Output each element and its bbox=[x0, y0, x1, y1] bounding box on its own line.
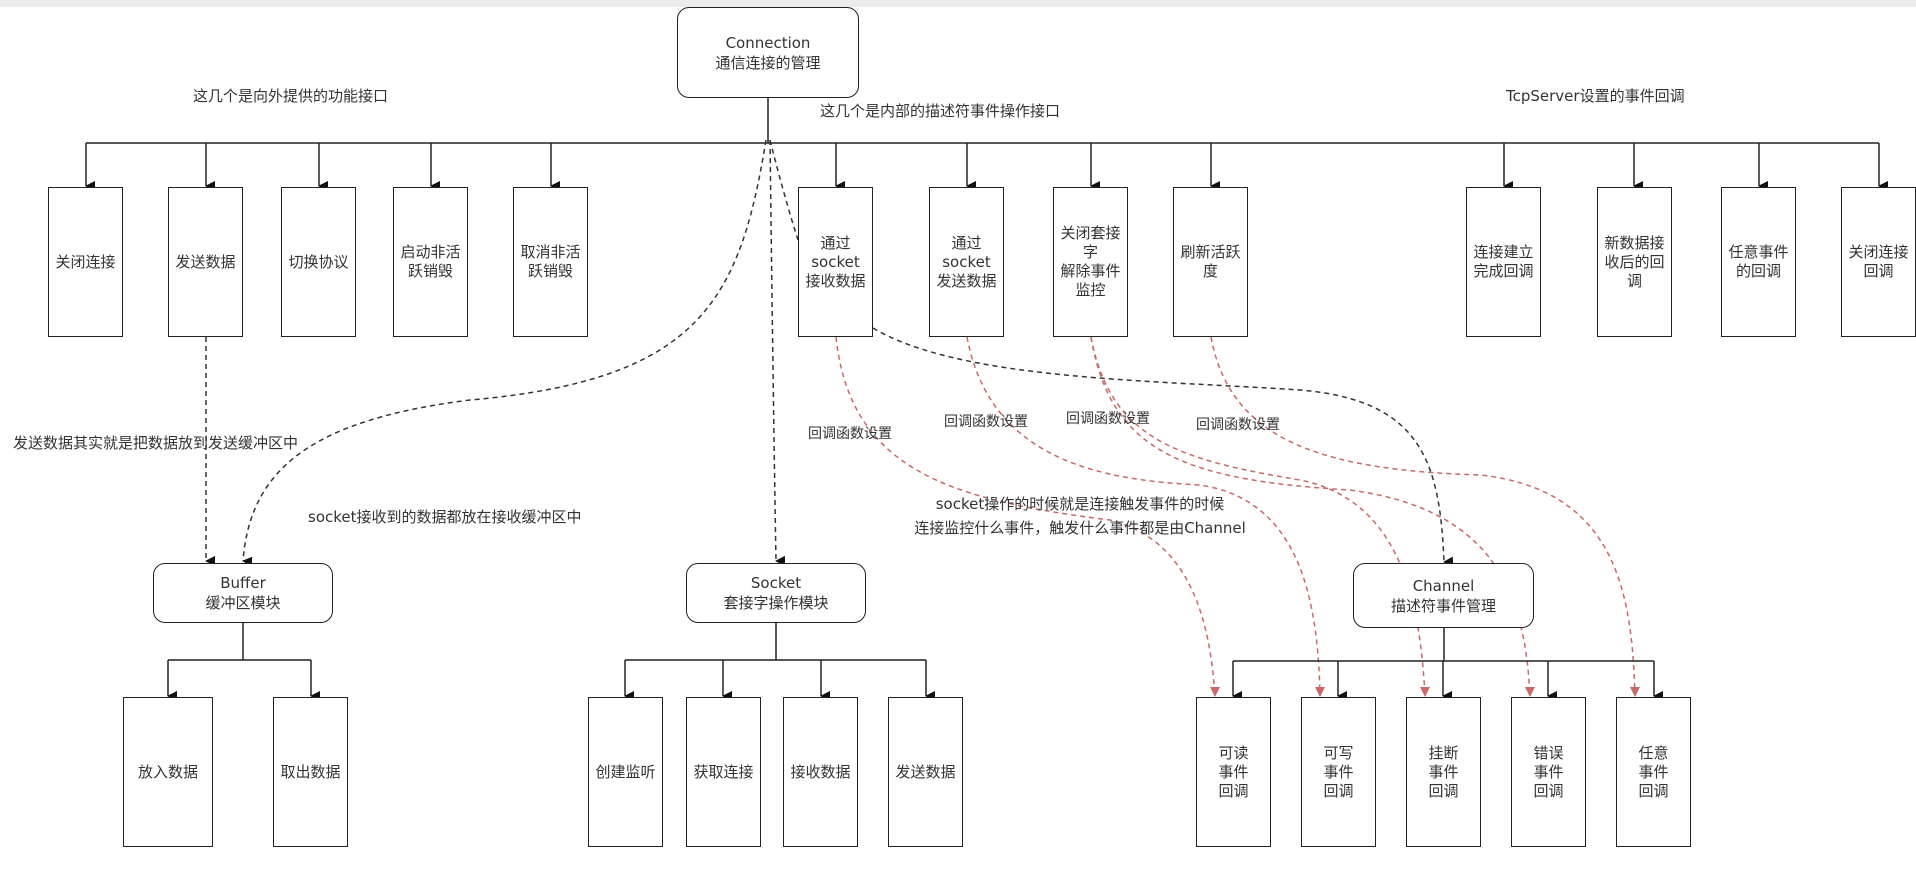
tcpserver-callbacks-label: TcpServer设置的事件回调 bbox=[1506, 87, 1685, 105]
connection-subtitle: 通信连接的管理 bbox=[715, 53, 821, 72]
box-label: 可写 事件 回调 bbox=[1323, 743, 1354, 800]
channel-error-callback[interactable]: 错误 事件 回调 bbox=[1511, 697, 1586, 847]
internal-refresh-activity[interactable]: 刷新活跃度 bbox=[1173, 187, 1248, 337]
channel-any-callback[interactable]: 任意 事件 回调 bbox=[1616, 697, 1691, 847]
box-label: 发送数据 bbox=[895, 762, 956, 781]
external-switch-protocol[interactable]: 切换协议 bbox=[281, 187, 356, 337]
connection-title: Connection bbox=[725, 33, 811, 52]
box-label: 取出数据 bbox=[280, 762, 341, 781]
box-label: 通过 socket 发送数据 bbox=[936, 233, 997, 290]
callback-setting-label-2: 回调函数设置 bbox=[944, 414, 1028, 430]
internal-close-socket[interactable]: 关闭套接字 解除事件 监控 bbox=[1053, 187, 1128, 337]
buffer-title: Buffer bbox=[220, 574, 266, 592]
box-label: 挂断 事件 回调 bbox=[1428, 743, 1459, 800]
box-label: 任意事件的回调 bbox=[1728, 243, 1789, 280]
connection-module[interactable]: Connection 通信连接的管理 bbox=[677, 7, 859, 98]
callback-setting-label-1: 回调函数设置 bbox=[808, 426, 892, 442]
external-interfaces-label: 这几个是向外提供的功能接口 bbox=[193, 87, 389, 105]
box-label: 刷新活跃度 bbox=[1180, 243, 1241, 280]
buffer-write[interactable]: 放入数据 bbox=[123, 697, 213, 847]
callback-setting-label-4: 回调函数设置 bbox=[1196, 417, 1280, 433]
socket-title: Socket bbox=[750, 574, 802, 592]
socket-subtitle: 套接字操作模块 bbox=[723, 594, 829, 612]
box-label: 可读 事件 回调 bbox=[1218, 743, 1249, 800]
callback-setting-label-3: 回调函数设置 bbox=[1066, 411, 1150, 427]
box-label: 关闭连接 bbox=[55, 252, 116, 271]
channel-write-callback[interactable]: 可写 事件 回调 bbox=[1301, 697, 1376, 847]
box-label: 获取连接 bbox=[693, 762, 754, 781]
channel-title: Channel bbox=[1412, 576, 1475, 595]
connection-to-internal bbox=[769, 139, 799, 241]
box-label: 关闭套接字 解除事件 监控 bbox=[1060, 224, 1121, 299]
box-label: 启动非活跃销毁 bbox=[400, 243, 461, 280]
channel-subtitle: 描述符事件管理 bbox=[1390, 596, 1496, 615]
box-label: 任意 事件 回调 bbox=[1638, 743, 1669, 800]
connection-to-socket bbox=[769, 139, 786, 566]
recv-note: socket接收到的数据都放在接收缓冲区中 bbox=[308, 508, 582, 526]
top-drops bbox=[85, 143, 1888, 191]
callback-any-event[interactable]: 任意事件的回调 bbox=[1721, 187, 1796, 337]
box-label: 连接建立完成回调 bbox=[1473, 243, 1534, 280]
box-label: 接收数据 bbox=[790, 762, 851, 781]
channel-module[interactable]: Channel 描述符事件管理 bbox=[1353, 563, 1534, 628]
callback-connected[interactable]: 连接建立完成回调 bbox=[1466, 187, 1541, 337]
internal-socket-recv[interactable]: 通过 socket 接收数据 bbox=[798, 187, 873, 337]
top-bar bbox=[0, 0, 1916, 7]
external-enable-inactive-release[interactable]: 启动非活跃销毁 bbox=[393, 187, 468, 337]
callback-message[interactable]: 新数据接收后的回调 bbox=[1597, 187, 1672, 337]
socket-listen[interactable]: 创建监听 bbox=[588, 697, 663, 847]
buffer-read[interactable]: 取出数据 bbox=[273, 697, 348, 847]
socket-send[interactable]: 发送数据 bbox=[888, 697, 963, 847]
buffer-module[interactable]: Buffer 缓冲区模块 bbox=[153, 563, 333, 623]
channel-branch bbox=[1232, 628, 1663, 701]
box-label: 错误 事件 回调 bbox=[1533, 743, 1564, 800]
box-label: 创建监听 bbox=[595, 762, 656, 781]
buffer-subtitle: 缓冲区模块 bbox=[205, 594, 281, 612]
box-label: 切换协议 bbox=[288, 252, 349, 271]
socket-recv[interactable]: 接收数据 bbox=[783, 697, 858, 847]
channel-note: socket操作的时候就是连接触发事件的时候 连接监控什么事件，触发什么事件都是… bbox=[880, 492, 1280, 540]
box-label: 取消非活跃销毁 bbox=[520, 243, 581, 280]
external-send-data[interactable]: 发送数据 bbox=[168, 187, 243, 337]
buffer-branch bbox=[167, 623, 320, 701]
channel-note-line-1: socket操作的时候就是连接触发事件的时候 bbox=[935, 495, 1225, 513]
channel-close-callback[interactable]: 挂断 事件 回调 bbox=[1406, 697, 1481, 847]
callback-closed[interactable]: 关闭连接回调 bbox=[1841, 187, 1916, 337]
external-close-connection[interactable]: 关闭连接 bbox=[48, 187, 123, 337]
box-label: 新数据接收后的回调 bbox=[1604, 233, 1665, 290]
internal-socket-send[interactable]: 通过 socket 发送数据 bbox=[929, 187, 1004, 337]
channel-note-line-2: 连接监控什么事件，触发什么事件都是由Channel bbox=[914, 519, 1246, 537]
socket-module[interactable]: Socket 套接字操作模块 bbox=[686, 563, 866, 623]
socket-branch bbox=[624, 623, 935, 701]
internal-interfaces-label: 这几个是内部的描述符事件操作接口 bbox=[820, 102, 1061, 120]
socket-accept[interactable]: 获取连接 bbox=[686, 697, 761, 847]
channel-read-callback[interactable]: 可读 事件 回调 bbox=[1196, 697, 1271, 847]
external-cancel-inactive-release[interactable]: 取消非活跃销毁 bbox=[513, 187, 588, 337]
box-label: 放入数据 bbox=[137, 762, 198, 781]
send-note: 发送数据其实就是把数据放到发送缓冲区中 bbox=[13, 434, 299, 452]
box-label: 关闭连接回调 bbox=[1848, 243, 1909, 280]
box-label: 通过 socket 接收数据 bbox=[805, 233, 866, 290]
box-label: 发送数据 bbox=[175, 252, 236, 271]
